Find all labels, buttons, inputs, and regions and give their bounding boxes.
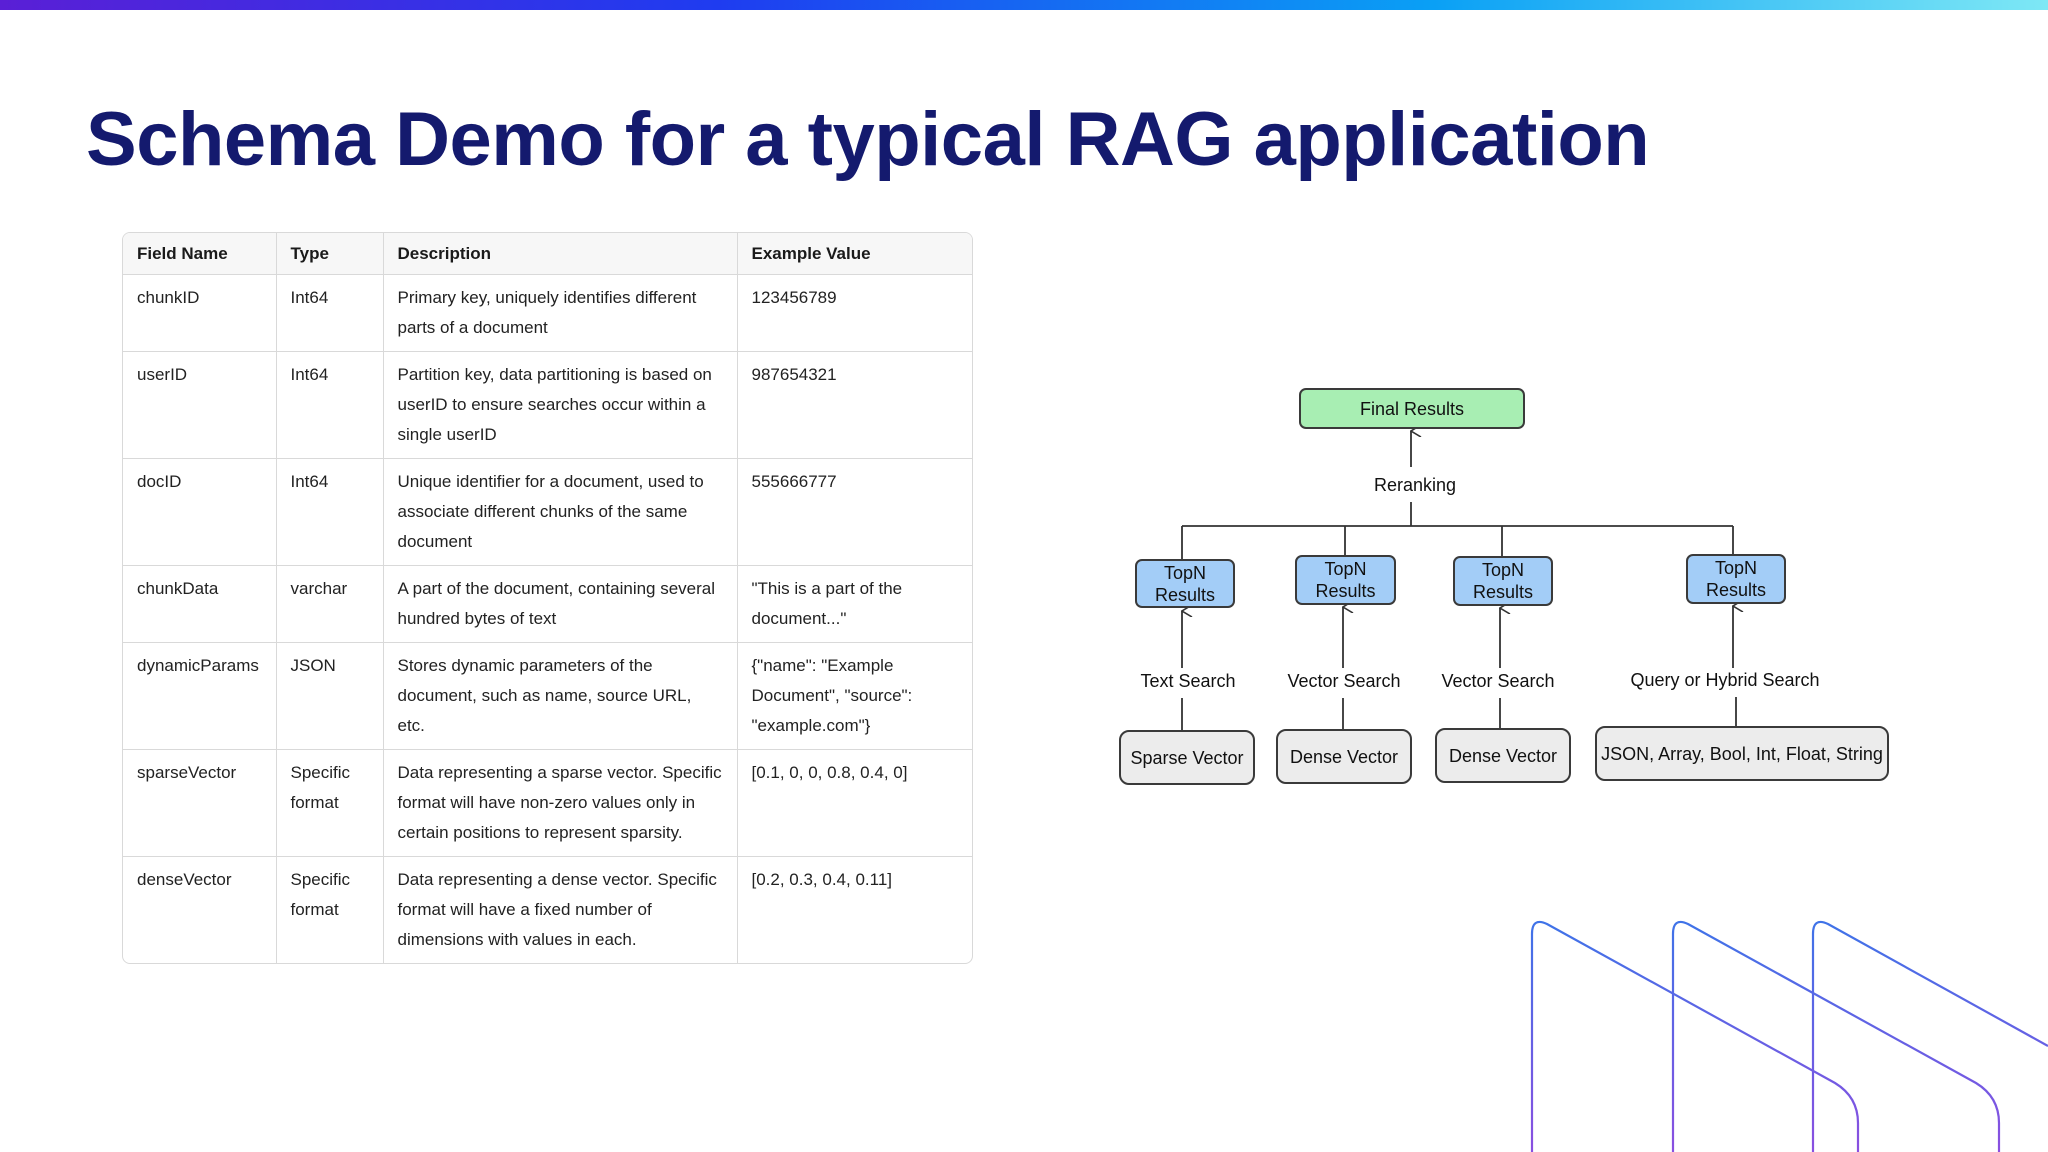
schema-table-grid: Field Name Type Description Example Valu… [123,233,972,963]
column-header-description: Description [383,233,738,275]
decor-stroke-2 [1671,920,2001,1152]
dense-vector-source-node-1: Dense Vector [1276,729,1412,784]
topn-results-node-3: TopN Results [1453,556,1553,606]
example-value-cell: 987654321 [737,351,972,459]
field-name-cell: chunkID [123,274,277,352]
dense-vector-source-node-2: Dense Vector [1435,728,1571,783]
example-value-cell: [0.2, 0.3, 0.4, 0.11] [751,869,893,889]
description-cell: Unique identifier for a document, used t… [383,458,738,566]
decor-stroke-1 [1530,920,1860,1152]
type-cell: Specific format [276,856,384,963]
example-value-cell: 555666777 [737,458,972,566]
example-value-cell: [0.1, 0, 0, 0.8, 0.4, 0] [737,749,972,857]
page-title: Schema Demo for a typical RAG applicatio… [86,97,1650,182]
type-cell: Int64 [276,458,384,566]
column-header-type: Type [276,233,384,275]
type-cell: JSON [276,642,384,750]
topn-results-node-4: TopN Results [1686,554,1786,604]
field-name-cell: docID [123,458,277,566]
table-row: userID Int64 Partition key, data partiti… [123,351,972,459]
top-gradient-bar [0,0,2048,10]
field-name-cell: userID [123,351,277,459]
topn-results-node-1: TopN Results [1135,559,1235,608]
table-row: sparseVector Specific format Data repres… [123,749,972,857]
type-cell: Int64 [276,351,384,459]
query-or-hybrid-search-label: Query or Hybrid Search [1626,670,1824,691]
field-name-cell: sparseVector [123,749,277,857]
field-name-cell: dynamicParams [123,642,277,750]
vector-search-label-2: Vector Search [1437,671,1559,692]
decor-stroke-3 [1811,920,2048,1152]
type-cell: varchar [276,565,384,643]
field-name-cell: denseVector [123,856,277,963]
example-value-cell: {"name": "Example Document", "source": "… [737,642,972,750]
type-cell: Specific format [276,749,384,857]
table-row: chunkData varchar A part of the document… [123,565,972,643]
reranking-label: Reranking [1369,475,1461,496]
table-row: denseVector Specific format Data represe… [123,856,972,963]
final-results-node: Final Results [1299,388,1525,429]
description-cell: Stores dynamic parameters of the documen… [383,642,738,750]
column-header-field-name: Field Name [123,233,277,275]
description-cell: Data representing a sparse vector. Speci… [383,749,738,857]
structured-fields-source-node: JSON, Array, Bool, Int, Float, String [1595,726,1889,781]
table-row: dynamicParams JSON Stores dynamic parame… [123,642,972,750]
type-cell: Int64 [276,274,384,352]
example-value-cell: 123456789 [737,274,972,352]
example-value-cell: "This is a part of the document..." [737,565,972,643]
topn-results-node-2: TopN Results [1295,555,1396,605]
table-row: chunkID Int64 Primary key, uniquely iden… [123,274,972,352]
table-row: docID Int64 Unique identifier for a docu… [123,458,972,566]
text-search-label: Text Search [1136,671,1240,692]
column-header-example-value: Example Value [737,233,972,275]
sparse-vector-source-node: Sparse Vector [1119,730,1255,785]
description-cell: Primary key, uniquely identifies differe… [383,274,738,352]
description-cell: Data representing a dense vector. Specif… [383,856,738,963]
field-name-cell: chunkData [123,565,277,643]
description-cell: Partition key, data partitioning is base… [383,351,738,459]
table-header-row: Field Name Type Description Example Valu… [123,233,972,275]
description-cell: A part of the document, containing sever… [383,565,738,643]
schema-table: Field Name Type Description Example Valu… [122,232,973,964]
vector-search-label-1: Vector Search [1283,671,1405,692]
